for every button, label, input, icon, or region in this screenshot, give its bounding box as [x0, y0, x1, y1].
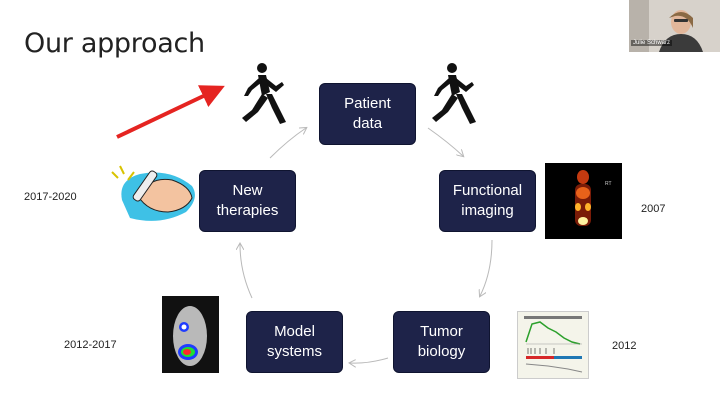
svg-text:RT: RT [605, 181, 612, 187]
arrow-tumor-to-model [350, 357, 389, 363]
gsea-plot-image [517, 311, 589, 379]
box-patient-data: Patient data [319, 83, 416, 145]
arrow-therapies-to-patient [269, 128, 306, 159]
box-new-therapies: New therapies [199, 170, 296, 232]
box-model-systems: Model systems [246, 311, 343, 373]
arrow-model-to-therapies [240, 244, 253, 299]
year-label-therapies: 2017-2020 [24, 191, 77, 203]
participant-video-feed [629, 0, 720, 52]
red-arrow [116, 85, 225, 139]
year-label-model-systems: 2012-2017 [64, 339, 117, 351]
box-tumor-biology: Tumor biology [393, 311, 490, 373]
participant-name-label: Julie Schwarz [631, 40, 673, 46]
slide-title: Our approach [24, 28, 205, 59]
mouse-imaging-image [162, 296, 219, 373]
participant-video-tile[interactable]: Julie Schwarz [629, 0, 720, 52]
arrow-imaging-to-tumor [480, 239, 493, 296]
arrow-patient-to-imaging [427, 127, 463, 156]
year-label-tumor-biology: 2012 [612, 340, 637, 352]
year-label-imaging: 2007 [641, 203, 666, 215]
walking-figure-left [242, 63, 286, 124]
pet-scan-image: RT [545, 163, 622, 239]
box-functional-imaging: Functional imaging [439, 170, 536, 232]
walking-figure-right [432, 63, 476, 124]
